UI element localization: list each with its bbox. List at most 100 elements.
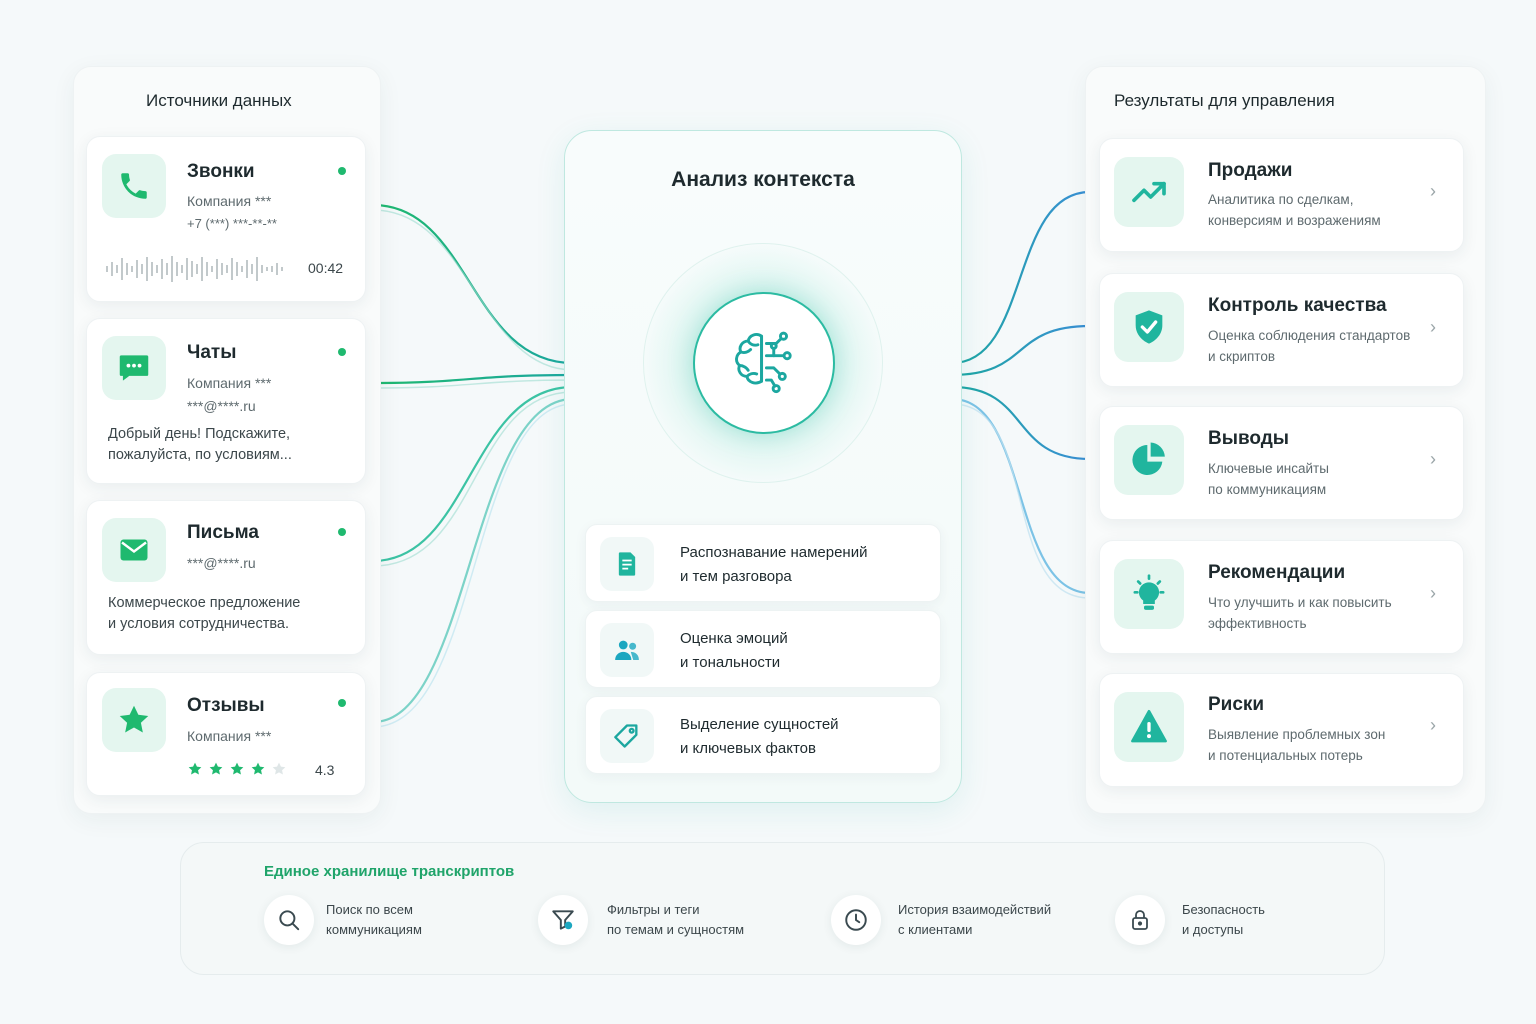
feature-intent-line2: и тем разговора <box>680 568 792 585</box>
link-reviews <box>372 397 574 724</box>
storage-filters-line2: по темам и сущностям <box>607 922 745 937</box>
star-filled-icon <box>188 762 202 775</box>
sales-desc-2: конверсиям и возражениям <box>1208 213 1381 228</box>
quality-desc-2: и скриптов <box>1208 349 1276 364</box>
risks-desc-2: и потенциальных потерь <box>1208 748 1363 763</box>
storage-history-line2: с клиентами <box>898 922 973 937</box>
storage-panel <box>180 842 1385 975</box>
lock-icon <box>1115 895 1165 945</box>
star-empty-icon <box>272 762 286 775</box>
feature-intent-line1: Распознавание намерений <box>680 544 868 561</box>
storage-security-line2: и доступы <box>1182 922 1244 937</box>
shield-check-icon <box>1114 292 1184 362</box>
clock-icon <box>831 895 881 945</box>
source-card-calls[interactable]: Звонки Компания *** +7 (***) ***-**-** 0… <box>86 136 366 302</box>
source-card-letters[interactable]: Письма ***@****.ru Коммерческое предложе… <box>86 500 366 655</box>
star-filled-icon <box>209 762 223 775</box>
reviews-rating: 4.3 <box>315 762 335 778</box>
chats-message: Добрый день! Подскажите, <box>108 426 291 442</box>
storage-filters-line1: Фильтры и теги <box>607 902 700 917</box>
letters-email: ***@****.ru <box>187 555 256 571</box>
recommendations-desc-2: эффективность <box>1208 616 1307 631</box>
calls-company: Компания *** <box>187 193 272 209</box>
feature-intent-card[interactable]: Распознавание намерений и тем разговора <box>585 524 941 602</box>
chats-email: ***@****.ru <box>187 398 256 414</box>
link-sales <box>951 190 1091 365</box>
feature-emotions-line1: Оценка эмоций <box>680 630 788 647</box>
status-dot <box>338 699 346 707</box>
letters-title: Письма <box>187 522 259 543</box>
storage-title: Единое хранилище транскриптов <box>264 863 515 880</box>
storage-history-line1: История взаимодействий <box>898 902 1052 917</box>
result-card-risks[interactable]: Риски Выявление проблемных зон и потенци… <box>1099 673 1464 787</box>
chevron-right-icon[interactable]: › <box>1430 317 1436 337</box>
lightbulb-icon <box>1114 559 1184 629</box>
analysis-title: Анализ контекста <box>671 168 855 191</box>
quality-title: Контроль качества <box>1208 295 1387 316</box>
storage-item-security[interactable]: Безопасность и доступы <box>1115 895 1315 947</box>
calls-phone: +7 (***) ***-**-** <box>187 216 277 231</box>
storage-item-filters[interactable]: Фильтры и теги по темам и сущностям <box>538 895 788 947</box>
storage-search-line2: коммуникациям <box>326 922 422 937</box>
document-icon <box>600 537 654 591</box>
calls-duration: 00:42 <box>308 260 344 276</box>
search-icon <box>264 895 314 945</box>
status-dot <box>338 528 346 536</box>
link-calls <box>372 203 574 365</box>
storage-search-line1: Поиск по всем <box>326 902 413 917</box>
rating-stars <box>187 761 287 777</box>
result-card-quality[interactable]: Контроль качества Оценка соблюдения стан… <box>1099 273 1464 387</box>
users-icon <box>600 623 654 677</box>
link-insights <box>951 385 1091 461</box>
chevron-right-icon[interactable]: › <box>1430 181 1436 201</box>
storage-item-history[interactable]: История взаимодействий с клиентами <box>831 895 1081 947</box>
link-chats <box>372 373 574 385</box>
feature-emotions-card[interactable]: Оценка эмоций и тональности <box>585 610 941 688</box>
source-card-reviews[interactable]: Отзывы Компания *** 4.3 <box>86 672 366 796</box>
storage-security-line1: Безопасность <box>1182 902 1265 917</box>
sales-desc-1: Аналитика по сделкам, <box>1208 192 1354 207</box>
calls-title: Звонки <box>187 161 255 182</box>
feature-entities-line2: и ключевых фактов <box>680 740 816 757</box>
chats-message-2: пожалуйста, по условиям... <box>108 447 292 463</box>
letters-message-2: и условия сотрудничества. <box>108 616 290 632</box>
star-icon <box>102 688 166 752</box>
insights-desc-1: Ключевые инсайты <box>1208 461 1329 476</box>
filter-icon <box>538 895 588 945</box>
audio-waveform-icon <box>106 256 283 282</box>
insights-title: Выводы <box>1208 428 1290 449</box>
chevron-right-icon[interactable]: › <box>1430 715 1436 735</box>
star-filled-icon <box>251 762 265 775</box>
results-title: Результаты для управления <box>1114 91 1335 110</box>
phone-icon <box>102 154 166 218</box>
sources-title: Источники данных <box>146 91 292 110</box>
feature-emotions-line2: и тональности <box>680 654 781 671</box>
brain-circle <box>693 292 835 434</box>
chevron-right-icon[interactable]: › <box>1430 583 1436 603</box>
link-recommend <box>951 397 1091 595</box>
chats-title: Чаты <box>187 342 237 363</box>
status-dot <box>338 348 346 356</box>
quality-desc-1: Оценка соблюдения стандартов <box>1208 328 1411 343</box>
link-letters <box>372 385 574 563</box>
sales-title: Продажи <box>1208 160 1293 181</box>
reviews-title: Отзывы <box>187 695 265 716</box>
result-card-recommendations[interactable]: Рекомендации Что улучшить и как повысить… <box>1099 540 1464 654</box>
chevron-right-icon[interactable]: › <box>1430 449 1436 469</box>
mail-icon <box>102 518 166 582</box>
recommendations-title: Рекомендации <box>1208 562 1346 583</box>
storage-item-search[interactable]: Поиск по всем коммуникациям <box>264 895 494 947</box>
recommendations-desc-1: Что улучшить и как повысить <box>1208 595 1392 610</box>
chats-company: Компания *** <box>187 375 272 391</box>
feature-entities-line1: Выделение сущностей <box>680 716 839 733</box>
risks-title: Риски <box>1208 694 1265 715</box>
result-card-insights[interactable]: Выводы Ключевые инсайты по коммуникациям… <box>1099 406 1464 520</box>
star-filled-icon <box>230 762 244 775</box>
source-card-chats[interactable]: Чаты Компания *** ***@****.ru Добрый ден… <box>86 318 366 484</box>
result-card-sales[interactable]: Продажи Аналитика по сделкам, конверсиям… <box>1099 138 1464 252</box>
letters-message: Коммерческое предложение <box>108 595 301 611</box>
feature-entities-card[interactable]: Выделение сущностей и ключевых фактов <box>585 696 941 774</box>
chat-icon <box>102 336 166 400</box>
pie-chart-icon <box>1114 425 1184 495</box>
status-dot <box>338 167 346 175</box>
